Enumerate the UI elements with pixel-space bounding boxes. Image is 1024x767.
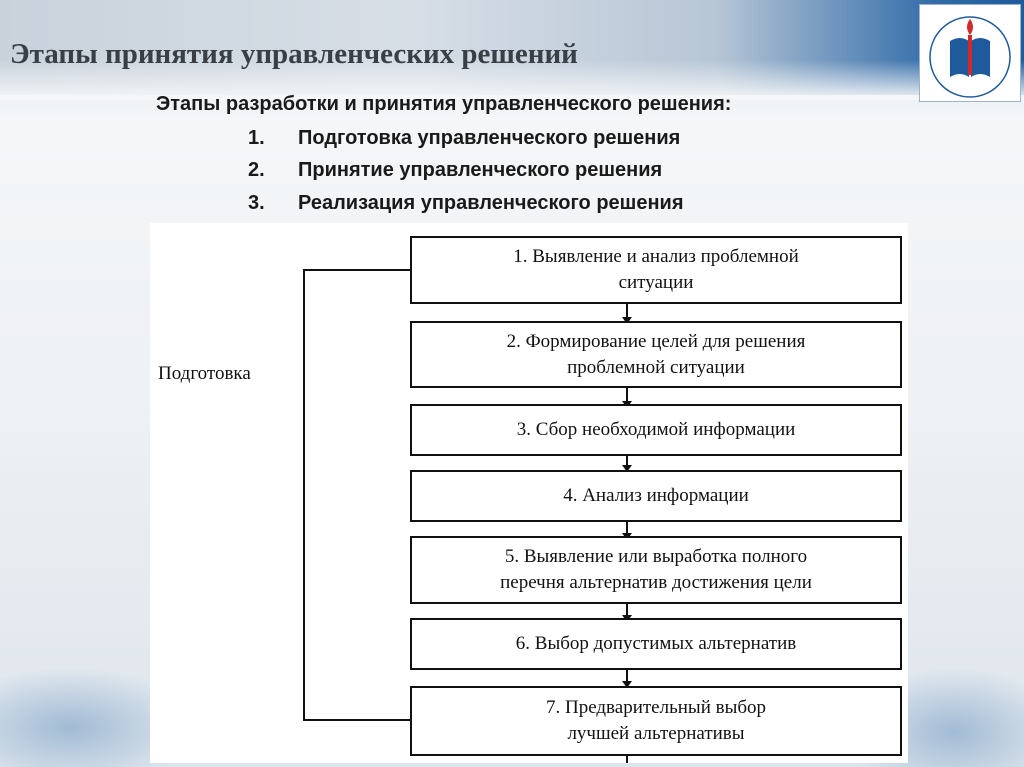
step-box-3: 3. Сбор необходимой информации <box>410 404 902 456</box>
step-7-line1: 7. Предварительный выбор <box>545 697 767 718</box>
step-2-line1: 2. Формирование целей для решения <box>506 330 806 352</box>
slide-title: Этапы принятия управленческих решений <box>10 38 578 70</box>
stage-number-3: 3. <box>248 192 265 214</box>
stage-number-2: 2. <box>248 159 265 181</box>
diagram-connectors <box>303 269 632 763</box>
step-box-1: 1. Выявление и анализ проблемной ситуации <box>410 236 902 304</box>
preparation-label: Подготовка <box>158 363 251 384</box>
arrow-head-1-2 <box>622 317 632 324</box>
step-box-7: 7. Предварительный выбор лучшей альтернат… <box>410 686 902 756</box>
step-1-line2: ситуации <box>618 272 694 293</box>
step-box-2: 2. Формирование целей для решения проблем… <box>410 321 902 388</box>
stage-number-1: 1. <box>248 127 265 149</box>
step-box-4: 4. Анализ информации <box>410 470 902 522</box>
step-3-line1: 3. Сбор необходимой информации <box>516 419 796 440</box>
stages-heading: Этапы разработки и принятия управленческ… <box>156 93 732 115</box>
university-logo <box>919 4 1021 102</box>
stage-label-1: Подготовка управленческого решения <box>298 127 681 149</box>
step-box-6: 6. Выбор допустимых альтернатив <box>410 618 902 670</box>
step-7-line2: лучшей альтернативы <box>567 723 745 744</box>
step-4-line1: 4. Анализ информации <box>563 485 749 506</box>
arrow-head-3-4 <box>622 465 632 472</box>
step-5-line2: перечня альтернатив достижения цели <box>500 572 812 593</box>
step-5-line1: 5. Выявление или выработка полного <box>504 546 808 567</box>
flow-diagram: Подготовка 1. Выявление и анализ проблем… <box>150 223 908 763</box>
preparation-bracket-line <box>303 269 410 721</box>
header-band <box>0 0 1024 100</box>
step-2-line2: проблемной ситуации <box>567 356 745 378</box>
step-box-5: 5. Выявление или выработка полного перечн… <box>410 536 902 604</box>
step-6-line1: 6. Выбор допустимых альтернатив <box>515 633 797 654</box>
university-logo-icon <box>929 16 1011 98</box>
stage-label-3: Реализация управленческого решения <box>298 192 684 214</box>
step-1-line1: 1. Выявление и анализ проблемной <box>513 246 799 267</box>
arrow-head-6-7 <box>622 681 632 688</box>
stage-label-2: Принятие управленческого решения <box>298 159 663 181</box>
